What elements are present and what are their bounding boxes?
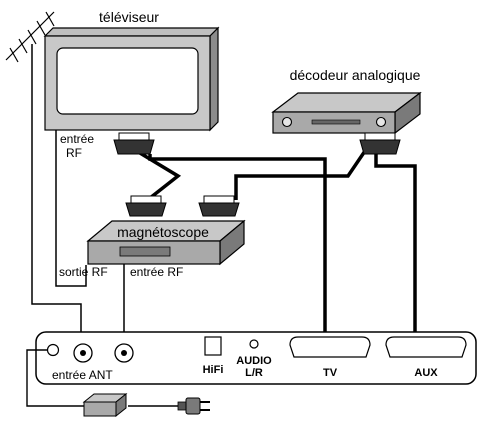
decoder-label: décodeur analogique [290, 67, 421, 83]
power-jack-icon [46, 343, 60, 357]
scart-plug-icon [359, 132, 401, 155]
rf-output-connector [114, 343, 134, 363]
power-plug-icon [177, 397, 210, 415]
vcr-label: magnétoscope [117, 224, 209, 240]
vcr-rf-in-label: entrée RF [130, 265, 183, 279]
audio-jack-icon [249, 339, 259, 349]
power-adapter-icon [82, 392, 128, 418]
ant-input-label: entrée ANT [52, 368, 113, 382]
audio-label-2: L/R [245, 367, 263, 379]
vcr-rf-out-label: sortie RF [59, 265, 108, 279]
vcr [86, 219, 246, 266]
tv-rf-input-label-2: RF [66, 146, 82, 160]
scart-aux-socket [385, 336, 467, 358]
scart-plug-icon [113, 132, 155, 155]
tv-label: téléviseur [99, 9, 159, 25]
tv-rf-cable [55, 130, 87, 287]
audio-label-1: AUDIO [236, 355, 272, 367]
antenna-icon [5, 11, 55, 63]
scart-aux-label: AUX [414, 367, 438, 379]
scart-tv-socket [289, 336, 371, 358]
tv-rf-input-label-1: entrée [60, 132, 94, 146]
television [43, 26, 220, 132]
analog-decoder [271, 91, 422, 135]
hifi-label: HiFi [203, 364, 224, 376]
scart-plug-icon [125, 195, 167, 217]
antenna-cable [31, 44, 82, 352]
scart-plug-icon [198, 195, 240, 217]
scart-cables [129, 145, 417, 354]
power-cable [26, 349, 180, 407]
hifi-connector [204, 336, 222, 356]
antenna-input-connector [73, 343, 93, 363]
scart-tv-label: TV [323, 367, 338, 379]
